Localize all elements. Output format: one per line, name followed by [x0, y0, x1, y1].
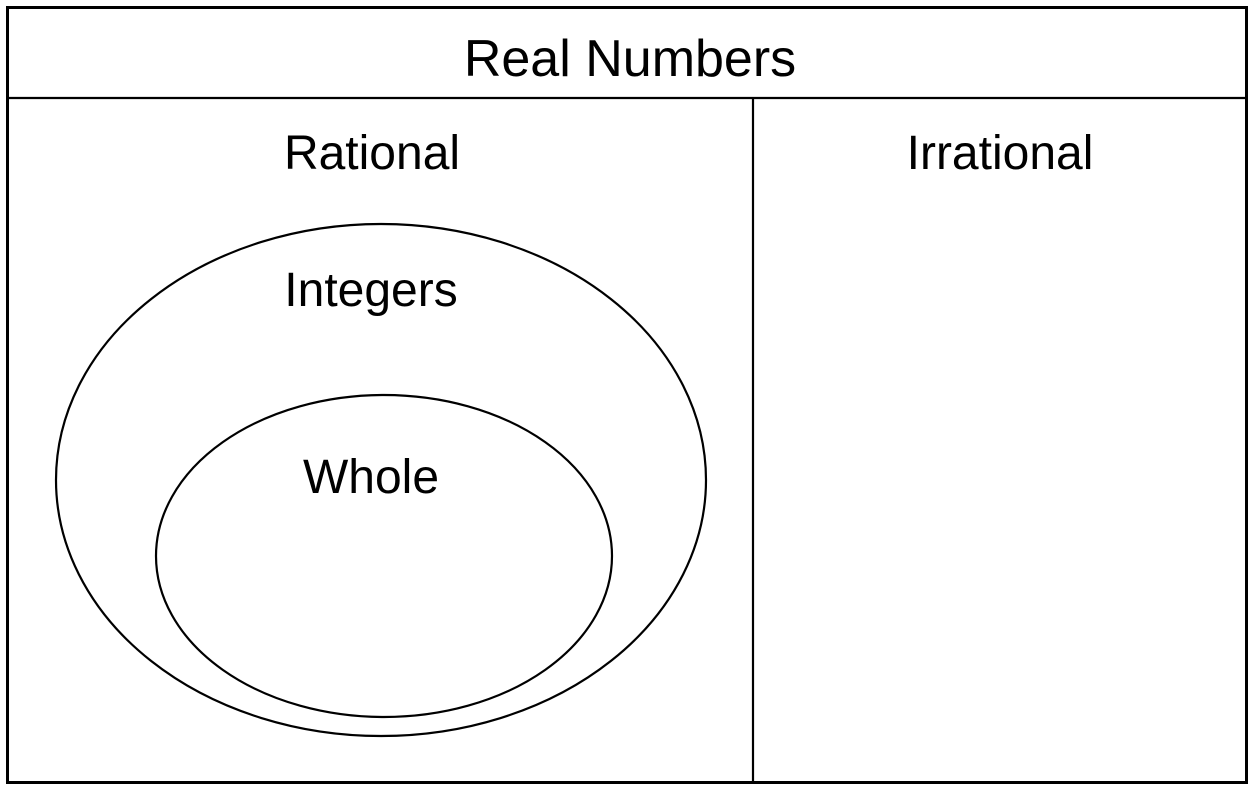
irrational-label: Irrational [907, 127, 1094, 180]
whole-label: Whole [303, 451, 439, 504]
whole-ellipse [154, 393, 614, 719]
integers-ellipse [54, 222, 708, 738]
diagram-title: Real Numbers [464, 30, 796, 88]
integers-label: Integers [284, 264, 457, 317]
real-numbers-outer-box [6, 6, 1248, 784]
rational-label: Rational [284, 127, 460, 180]
